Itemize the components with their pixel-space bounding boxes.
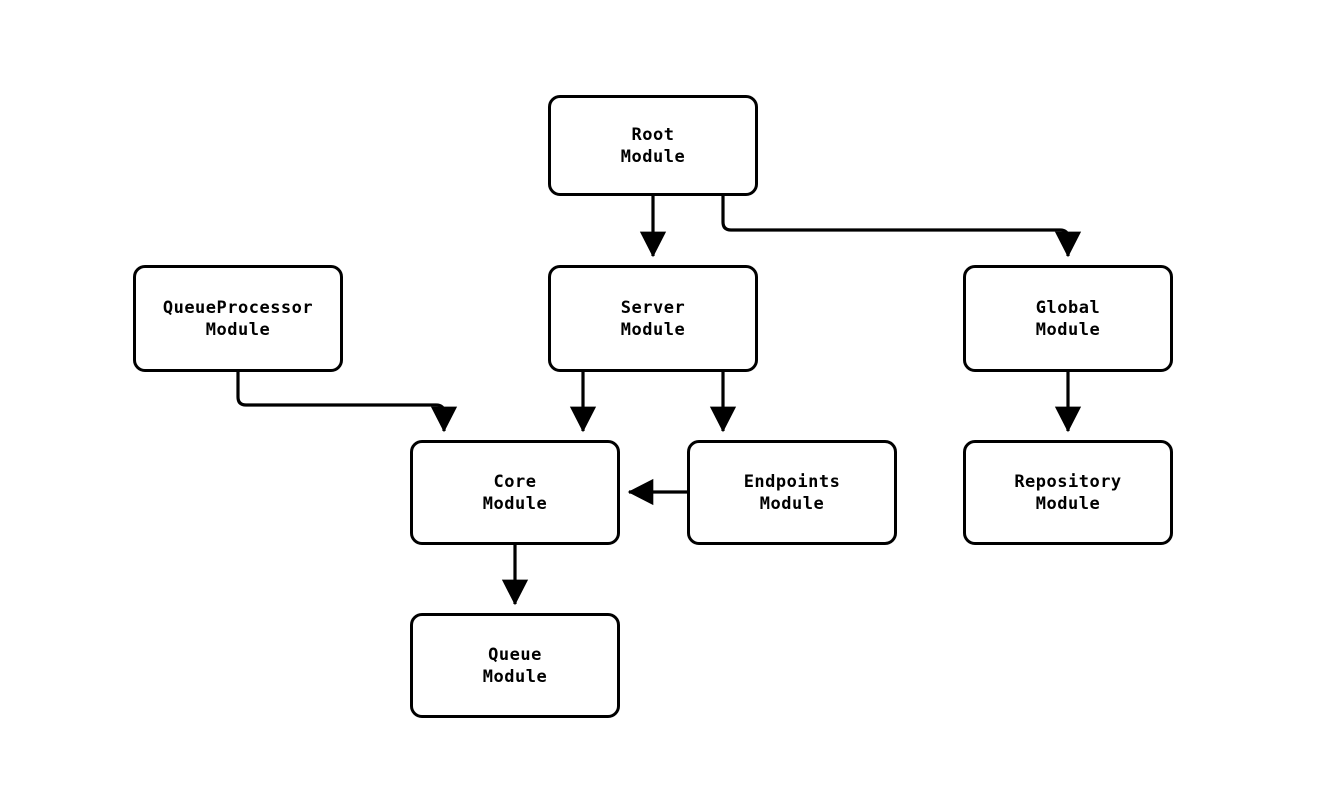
node-endpoints-module[interactable]: Endpoints Module [687,440,897,545]
node-queueprocessor-module[interactable]: QueueProcessor Module [133,265,343,372]
node-global-module[interactable]: Global Module [963,265,1173,372]
edge-root-to-global [721,196,1082,258]
node-root-module[interactable]: Root Module [548,95,758,196]
node-global-module-label-line1: Global [1035,297,1101,318]
node-root-module-label-line1: Root [631,124,675,145]
node-repository-module-label-line2: Module [1035,493,1101,514]
node-core-module[interactable]: Core Module [410,440,620,545]
node-queueprocessor-module-label-line2: Module [205,319,271,340]
node-root-module-label-line2: Module [620,146,686,167]
node-endpoints-module-label-line1: Endpoints [743,471,841,492]
node-endpoints-module-label-line2: Module [759,493,825,514]
node-core-module-label-line1: Core [493,471,537,492]
node-queueprocessor-module-label-line1: QueueProcessor [162,297,314,318]
node-server-module-label-line2: Module [620,319,686,340]
node-repository-module[interactable]: Repository Module [963,440,1173,545]
node-queue-module-label-line1: Queue [488,644,542,665]
node-server-module[interactable]: Server Module [548,265,758,372]
node-server-module-label-line1: Server [620,297,686,318]
node-core-module-label-line2: Module [482,493,548,514]
node-queue-module-label-line2: Module [482,666,548,687]
edge-queueprocessor-to-core [236,372,458,433]
node-global-module-label-line2: Module [1035,319,1101,340]
node-repository-module-label-line1: Repository [1014,471,1122,492]
node-queue-module[interactable]: Queue Module [410,613,620,718]
